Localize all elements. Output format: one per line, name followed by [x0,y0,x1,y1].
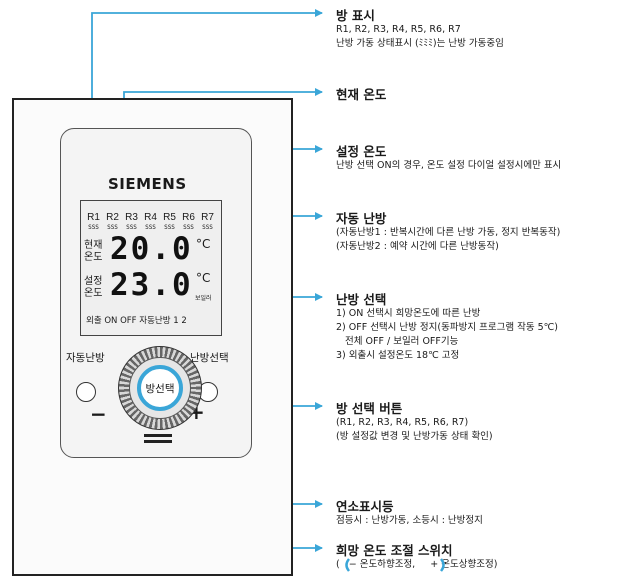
room-button-line: (R1, R2, R3, R4, R5, R6, R7) [336,417,469,428]
set-temp-title: 설정 온도 [336,144,387,159]
heating-symbol-icon: SSS [107,224,118,231]
mode-status-line: 외출 ON OFF 자동난방 1 2 [86,316,187,326]
heat-select-line: 전체 OFF / 보일러 OFF기능 [336,336,459,347]
minus-icon: − [90,402,107,426]
room-button-line: (방 설정값 변경 및 난방가동 상태 확인) [336,431,493,442]
dial-direction-icons [345,558,445,572]
lcd-screen [80,200,222,336]
heating-symbol-icon: SSS [202,224,213,231]
room-label: R4 [144,212,157,223]
room-label: R2 [106,212,119,223]
current-temp-value: 20.0 [110,231,193,267]
heating-symbol-icon: SSS [183,224,194,231]
set-temp-line: 난방 선택 ON의 경우, 온도 설정 다이얼 설정시에만 표시 [336,160,562,171]
current-temp-unit: °C [196,237,211,251]
set-temp-unit: °C [196,271,211,285]
auto-heat-button[interactable] [76,382,96,402]
counterclockwise-icon [345,558,351,572]
room-label: R5 [163,212,176,223]
room-label: R7 [201,212,214,223]
room-label: R3 [125,212,138,223]
room-button-title: 방 선택 버튼 [336,401,403,416]
heating-symbol-icon: SSS [164,224,175,231]
room-display-line: R1, R2, R3, R4, R5, R6, R7 [336,24,461,35]
current-temp-label: 현재 온도 [84,240,102,264]
heat-select-line: 3) 외출시 설정온도 18℃ 고정 [336,350,460,361]
current-temp-label-line2: 온도 [84,252,103,263]
temp-dial-title: 희망 온도 조절 스위치 [336,543,453,558]
set-temp-value: 23.0 [110,267,193,303]
heating-symbol-icon: SSS [145,224,156,231]
room-select-button-label: 방선택 [145,383,175,395]
combustion-lamp-bar [144,440,172,443]
heating-symbol-icon: SSS [88,224,99,231]
set-temp-label-line1: 설정 [84,276,103,287]
temp-dial-line: ( − 온도하향조정, + 온도상향조정) [336,559,498,570]
set-temp-label: 설정 온도 [84,276,102,300]
combustion-lamp-bar [144,434,172,437]
current-temp-title: 현재 온도 [336,87,387,102]
heat-select-title: 난방 선택 [336,292,387,307]
heat-select-button-label: 난방선택 [190,352,229,364]
auto-heat-button-label: 자동난방 [66,352,105,364]
set-temp-label-line2: 온도 [84,288,103,299]
heat-select-line: 2) OFF 선택시 난방 정지(동파방지 프로그램 작동 5℃) [336,322,559,333]
room-label: R1 [87,212,100,223]
boiler-indicator: 보일러 [195,295,212,302]
room-display-title: 방 표시 [336,8,375,23]
auto-heat-title: 자동 난방 [336,211,387,226]
room-label: R6 [182,212,195,223]
room-display-line: 난방 가동 상태표시 (ﾐﾐﾐ)는 난방 가동중임 [336,38,504,49]
room-list: R1 R2 R3 R4 R5 R6 R7 [84,212,217,223]
auto-heat-line: (자동난방2 : 예약 시간에 다른 난방동작) [336,241,499,252]
current-temp-label-line1: 현재 [84,240,103,251]
heating-symbol-icon: SSS [126,224,137,231]
brand-logo: SIEMENS [108,175,187,193]
combustion-lamp-title: 연소표시등 [336,499,394,514]
combustion-lamp-line: 점등시 : 난방가동, 소등시 : 난방정지 [336,515,483,526]
auto-heat-line: (자동난방1 : 반복시간에 다른 난방 가동, 정지 반복동작) [336,227,561,238]
heat-select-line: 1) ON 선택시 희망온도에 따른 난방 [336,308,481,319]
heating-status-row: SSS SSS SSS SSS SSS SSS SSS [84,224,217,231]
room-select-button[interactable] [137,365,183,411]
clockwise-icon [439,558,445,572]
